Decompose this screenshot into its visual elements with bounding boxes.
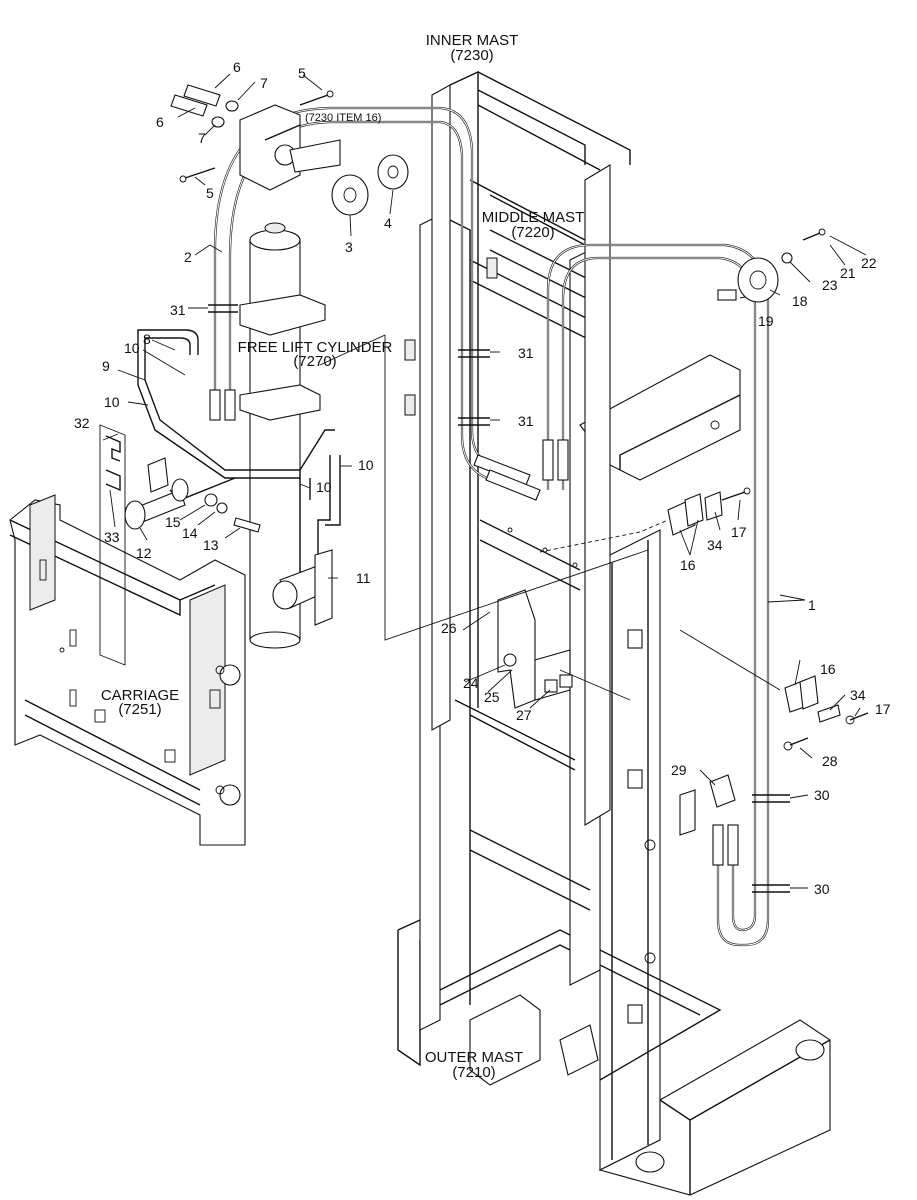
middle-mast-label: MIDDLE MAST (482, 209, 585, 226)
callout-30-a: 30 (814, 787, 830, 803)
carriage-drawing (9, 494, 246, 846)
callout-numbers: 1 2 3 4 5 5 6 6 7 7 8 9 10 10 10 10 11 1… (74, 59, 891, 897)
callout-2: 2 (184, 249, 192, 265)
callout-9: 9 (102, 358, 110, 374)
middle-mast-code: (7220) (511, 224, 554, 241)
callout-22: 22 (861, 255, 877, 271)
callout-29: 29 (671, 762, 687, 778)
callout-6-top: 6 (233, 59, 241, 75)
callout-27: 27 (516, 707, 532, 723)
callout-10-d: 10 (316, 479, 332, 495)
callout-21: 21 (840, 265, 856, 281)
callout-16-a: 16 (680, 557, 696, 573)
callout-16-b: 16 (820, 661, 836, 677)
callout-10-b: 10 (104, 394, 120, 410)
callout-8: 8 (143, 331, 151, 347)
callout-10-a: 10 (124, 340, 140, 356)
callout-31-a: 31 (170, 302, 186, 318)
callout-5-bottom: 5 (206, 185, 214, 201)
free-lift-cylinder-label: FREE LIFT CYLINDER (238, 339, 393, 356)
leader-lines (102, 73, 867, 889)
callout-7-bottom: 7 (198, 130, 206, 146)
callout-34-b: 34 (850, 687, 866, 703)
callout-24: 24 (463, 675, 479, 691)
callout-32: 32 (74, 415, 90, 431)
callout-31-b: 31 (518, 345, 534, 361)
inner-mast-label: INNER MAST (426, 32, 519, 49)
carriage-label: CARRIAGE (101, 687, 179, 704)
callout-28: 28 (822, 753, 838, 769)
item-reference-label: (7230 ITEM 16) (305, 112, 381, 124)
callout-34-a: 34 (707, 537, 723, 553)
callout-7-top: 7 (260, 75, 268, 91)
callout-18: 18 (792, 293, 808, 309)
small-parts-drawing (99, 84, 869, 893)
callout-6-bottom: 6 (156, 114, 164, 130)
callout-12: 12 (136, 545, 152, 561)
callout-15: 15 (165, 514, 181, 530)
callout-17-b: 17 (875, 701, 891, 717)
callout-23: 23 (822, 277, 838, 293)
free-lift-cylinder-code: (7270) (293, 353, 336, 370)
callout-26: 26 (441, 620, 457, 636)
callout-13: 13 (203, 537, 219, 553)
callout-4: 4 (384, 215, 392, 231)
callout-14: 14 (182, 525, 198, 541)
callout-10-c: 10 (358, 457, 374, 473)
callout-19: 19 (758, 313, 774, 329)
carriage-code: (7251) (118, 701, 161, 718)
inner-mast-drawing (431, 70, 631, 826)
free-lift-cylinder-drawing (239, 222, 326, 649)
callout-1: 1 (808, 597, 816, 613)
callout-31-c: 31 (518, 413, 534, 429)
callout-33: 33 (104, 529, 120, 545)
callout-3: 3 (345, 239, 353, 255)
callout-11: 11 (356, 570, 371, 586)
callout-30-b: 30 (814, 881, 830, 897)
callout-5-top: 5 (298, 65, 306, 81)
outer-mast-drawing (397, 529, 831, 1196)
outer-mast-label: OUTER MAST (425, 1049, 523, 1066)
outer-mast-code: (7210) (452, 1064, 495, 1081)
inner-mast-code: (7230) (450, 47, 493, 64)
callout-25: 25 (484, 689, 500, 705)
hoses-drawing (137, 106, 770, 947)
callout-17-a: 17 (731, 524, 747, 540)
